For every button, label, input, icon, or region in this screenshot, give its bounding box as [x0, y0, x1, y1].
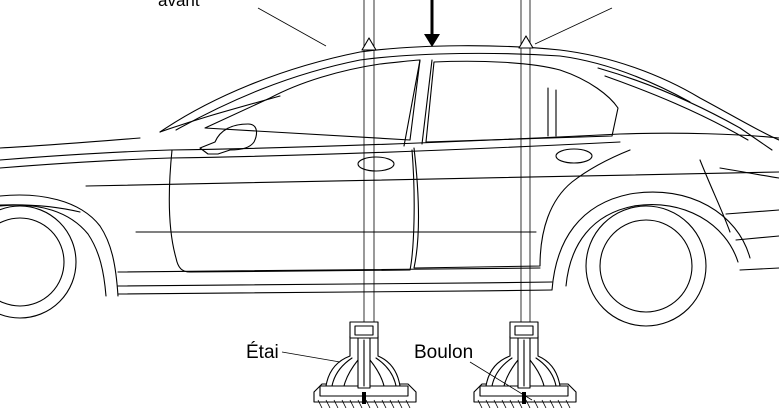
- leader-line-rear: [534, 7, 613, 45]
- stand-label: Étai: [246, 342, 279, 363]
- front-stand: [313, 321, 417, 409]
- rear-stand: [473, 321, 577, 409]
- load-arrow: [424, 0, 440, 47]
- top-callouts: [257, 0, 613, 47]
- bolt-label: Boulon: [414, 342, 473, 363]
- front-lift-triangle-icon: [361, 37, 377, 51]
- bolt-leader-line: [469, 361, 533, 401]
- leader-line-front: [257, 7, 327, 47]
- lift-point-guides: [361, 0, 534, 330]
- stand-leader-line: [281, 351, 341, 363]
- front-label: avant: [158, 0, 200, 10]
- car-body: [0, 45, 779, 327]
- rear-lift-triangle-icon: [518, 35, 534, 49]
